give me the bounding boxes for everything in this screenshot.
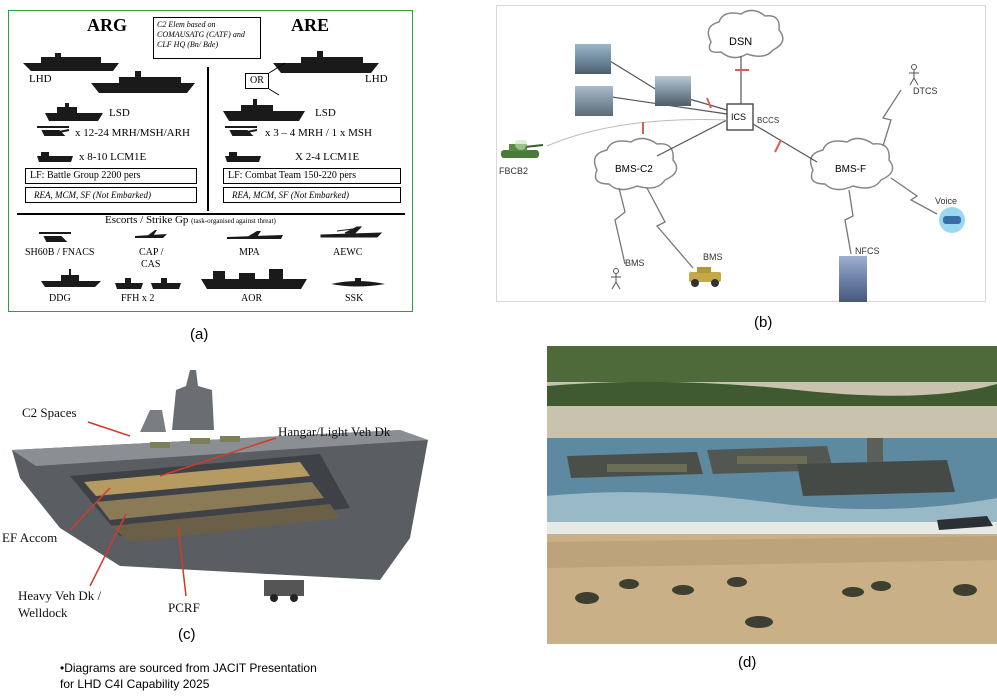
ssk-submarine-icon	[331, 278, 385, 287]
aewc-aircraft-icon	[320, 226, 383, 238]
c2-spaces-label: C2 Spaces	[22, 405, 77, 420]
sh60b-label: SH60B / FNACS	[25, 247, 95, 258]
lsd-ship-icon-right	[223, 99, 305, 121]
lsd-left-label: LSD	[109, 107, 130, 119]
pcrf-label: PCRF	[168, 600, 200, 615]
sh60b-helicopter-icon	[39, 232, 71, 242]
network-links	[546, 9, 938, 269]
hangar-label: Hangar/Light Veh Dk	[278, 424, 391, 439]
lf-left-box: LF: Battle Group 2200 pers	[25, 168, 197, 184]
cap-label: CAP /	[139, 247, 164, 258]
lhd-right-label: LHD	[365, 73, 388, 85]
ddg-label: DDG	[49, 293, 71, 304]
vehicle-icon	[687, 264, 723, 288]
lhd-ship-icon-right	[273, 51, 379, 73]
helo-left-label: x 12-24 MRH/MSH/ARH	[75, 127, 190, 139]
soldier-figure-icon-dtcs	[909, 64, 919, 86]
bms-label-2: BMS	[703, 252, 723, 262]
ship-photo-3	[655, 76, 691, 106]
lhd-ship-icon-2	[91, 71, 195, 93]
panel-a-arg-are-diagram: ARG ARE C2 Elem based on COMAUSATG (CATF…	[8, 10, 413, 312]
cas-label: CAS	[141, 259, 161, 270]
dtcs-label: DTCS	[913, 86, 938, 96]
bccs-label: BCCS	[757, 116, 780, 125]
heavy-veh-label: Heavy Veh Dk /	[18, 588, 102, 603]
horizontal-divider	[17, 213, 405, 215]
panel-d-beach-landing-photo	[547, 346, 997, 644]
vertical-divider	[207, 67, 209, 211]
panel-c-lhd-cutaway: C2 Spaces Hangar/Light Veh Dk EF Accom H…	[0, 358, 440, 638]
arg-title: ARG	[87, 15, 127, 35]
landing-craft-icon	[37, 152, 73, 162]
mpa-aircraft-icon	[227, 231, 283, 239]
caption-b: (b)	[754, 314, 773, 331]
bms-c2-label: BMS-C2	[615, 164, 653, 175]
lcm-left-label: x 8-10 LCM1E	[79, 151, 147, 163]
welldock-label: Welldock	[18, 605, 68, 620]
ef-accom-label: EF Accom	[2, 530, 58, 545]
cap-jet-icon	[135, 230, 167, 238]
helo-right-label: x 3 – 4 MRH / 1 x MSH	[265, 127, 372, 139]
lsd-ship-icon	[45, 103, 103, 121]
helicopter-icon	[37, 126, 70, 136]
aewc-label: AEWC	[333, 247, 363, 258]
dsn-label: DSN	[729, 36, 753, 48]
caption-d: (d)	[738, 654, 757, 671]
footnote: •Diagrams are sourced from JACIT Present…	[60, 660, 317, 692]
ffh-ship-icon	[115, 278, 181, 289]
aor-ship-icon	[201, 269, 307, 289]
ffh-label: FFH x 2	[121, 293, 155, 304]
bms-f-label: BMS-F	[835, 164, 867, 175]
lhd-left-label: LHD	[29, 73, 52, 85]
ssk-label: SSK	[345, 293, 364, 304]
nfcs-photo	[839, 256, 867, 302]
lf-right-box: LF: Combat Team 150-220 pers	[223, 168, 401, 184]
panel-b-network-diagram: DSN ICS BCCS FBCB2 BMS-C2 BMS-F DTCS Voi…	[496, 5, 986, 302]
or-box: OR	[245, 73, 269, 89]
beach-landing-photo	[547, 346, 997, 644]
aor-label: AOR	[241, 293, 263, 304]
landing-craft-icon-right	[225, 152, 261, 162]
lcm-right-label: X 2-4 LCM1E	[295, 151, 360, 163]
tank-icon	[497, 138, 545, 162]
mpa-label: MPA	[239, 247, 260, 258]
caption-a: (a)	[190, 326, 209, 343]
rea-left-box: REA, MCM, SF (Not Embarked)	[25, 187, 197, 203]
lhd-ship-icon	[23, 53, 119, 71]
footnote-line-2: for LHD C4I Capability 2025	[60, 677, 210, 691]
voice-label: Voice	[935, 196, 958, 206]
escorts-label: Escorts / Strike Gp (task-organised agai…	[105, 214, 276, 226]
ship-photo-1	[575, 44, 611, 74]
are-title: ARE	[291, 15, 330, 35]
escorts-text: Escorts / Strike Gp	[105, 214, 189, 226]
ics-label: ICS	[731, 112, 747, 122]
nfcs-label: NFCS	[855, 246, 880, 256]
or-arrows	[268, 62, 286, 96]
soldier-figure-icon-bms	[611, 268, 621, 290]
caption-c: (c)	[178, 626, 196, 643]
rea-right-box: REA, MCM, SF (Not Embarked)	[223, 187, 401, 203]
voice-icon	[935, 206, 969, 234]
footnote-line-1: •Diagrams are sourced from JACIT Present…	[60, 661, 317, 675]
escorts-note: (task-organised against threat)	[191, 217, 276, 225]
bms-label-1: BMS	[625, 258, 645, 268]
ddg-ship-icon	[41, 269, 101, 287]
fbcb2-label: FBCB2	[499, 166, 529, 176]
c2-note-box: C2 Elem based on COMAUSATG (CATF) and CL…	[153, 17, 261, 59]
lsd-right-label: LSD	[315, 107, 336, 119]
lhd-cutaway-illustration	[12, 370, 428, 602]
helicopter-icon-right	[225, 126, 258, 136]
ship-photo-2	[575, 86, 613, 116]
